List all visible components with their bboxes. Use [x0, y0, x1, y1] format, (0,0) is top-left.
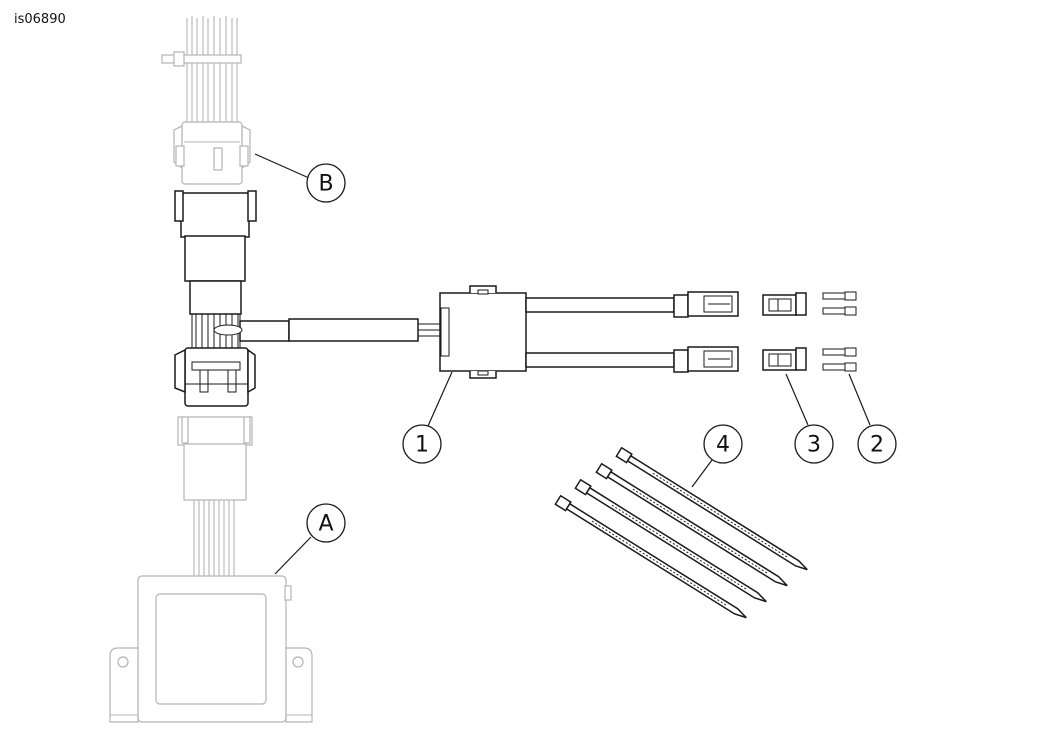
- callout-4: 4: [703, 424, 743, 464]
- callout-1: 1: [402, 424, 442, 464]
- callout-2: 2: [857, 424, 897, 464]
- callout-a-label: A: [318, 512, 333, 537]
- adapter-harness-item-1: [174, 190, 739, 407]
- terminals-item-2: [822, 291, 857, 372]
- callout-1-label: 1: [415, 433, 429, 458]
- vehicle-harness-b: [161, 16, 251, 185]
- callout-b: B: [306, 163, 346, 203]
- module-harness-a: [109, 416, 313, 723]
- callout-4-label: 4: [716, 433, 730, 458]
- callout-a: A: [306, 503, 346, 543]
- callout-3: 3: [794, 424, 834, 464]
- callout-b-label: B: [318, 172, 333, 197]
- cable-ties-item-4: [554, 446, 808, 619]
- socket-housings-item-3: [762, 292, 807, 371]
- leader-lines: [254, 153, 871, 575]
- callout-2-label: 2: [870, 433, 884, 458]
- callout-3-label: 3: [807, 433, 821, 458]
- figure-id-label: is06890: [14, 12, 66, 27]
